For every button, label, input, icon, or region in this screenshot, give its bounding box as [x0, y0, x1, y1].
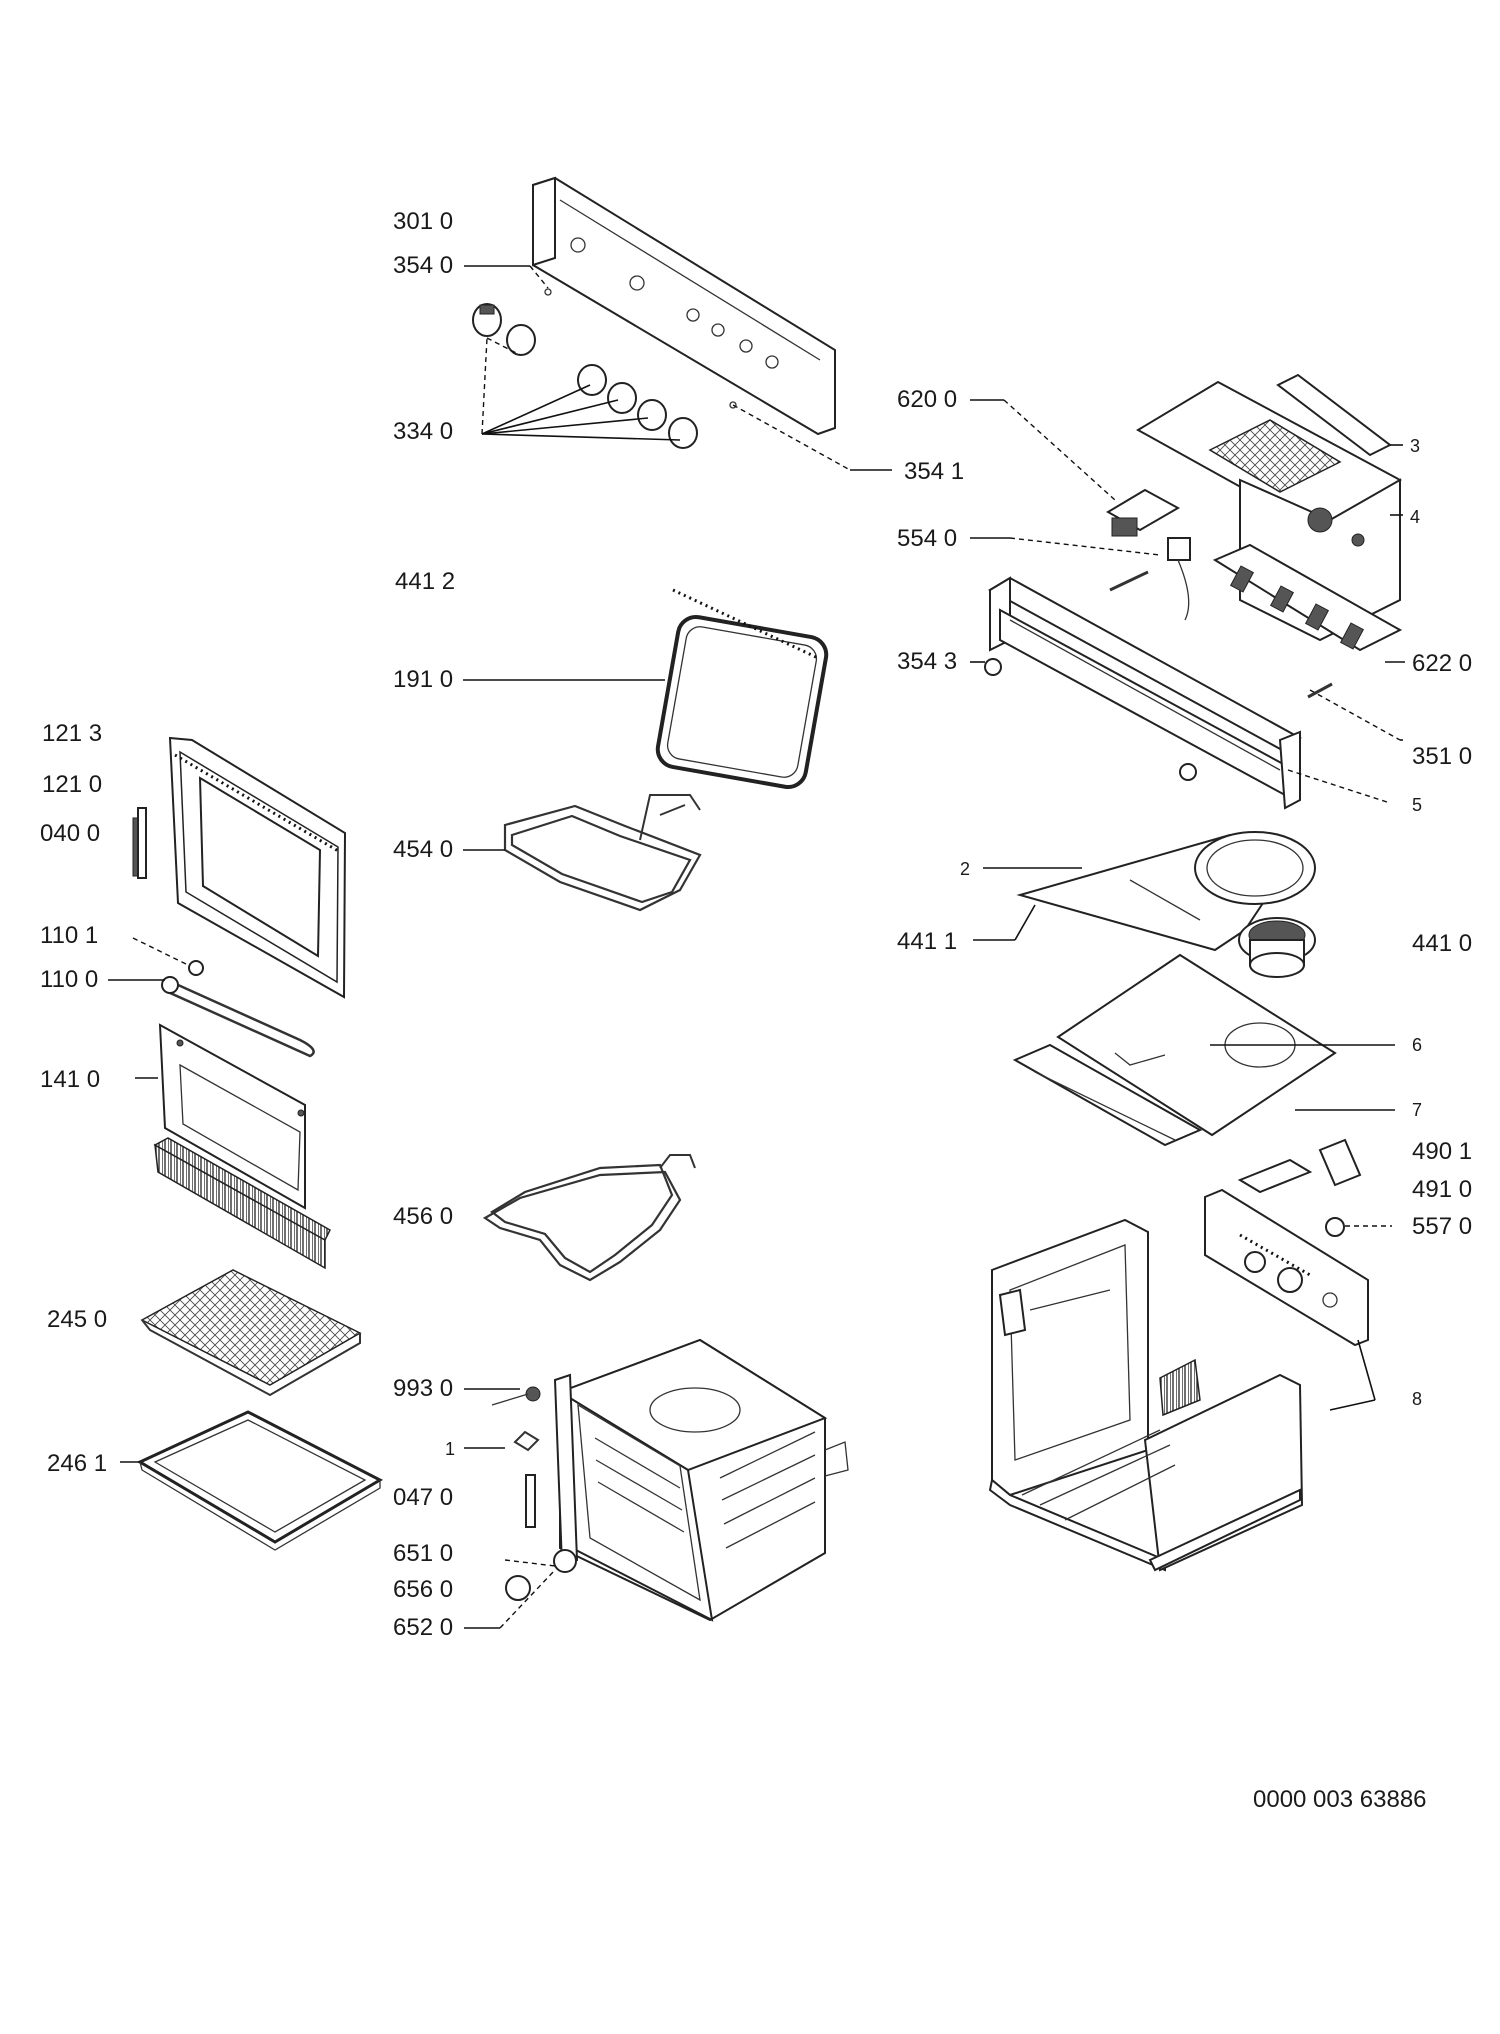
part-label-301-0: 301 0	[393, 208, 454, 235]
back-panel-part	[1204, 1138, 1392, 1411]
part-label-191-0: 191 0	[393, 666, 454, 693]
door-seal-part	[463, 588, 829, 790]
part-label-3: 3	[1410, 436, 1421, 456]
part-label-110-1: 110 1	[40, 922, 99, 949]
switch-620-part	[970, 399, 1181, 537]
part-label-354-1: 354 1	[904, 458, 965, 485]
part-label-7: 7	[1412, 1100, 1423, 1120]
document-id: 0000 003 63886	[1253, 1786, 1427, 1813]
part-label-4: 4	[1410, 507, 1421, 527]
part-label-2: 2	[960, 859, 971, 879]
baking-tray-part	[120, 1410, 384, 1551]
part-label-245-0: 245 0	[47, 1306, 108, 1333]
part-label-441-2: 441 2	[395, 568, 456, 595]
control-electronics-part	[1136, 373, 1405, 663]
part-label-651-0: 651 0	[393, 1540, 454, 1567]
part-label-622-0: 622 0	[1412, 650, 1473, 677]
part-label-351-0: 351 0	[1412, 743, 1473, 770]
part-label-246-1: 246 1	[47, 1450, 108, 1477]
part-label-040-0: 040 0	[40, 820, 101, 847]
part-label-441-1: 441 1	[897, 928, 958, 955]
part-label-652-0: 652 0	[393, 1614, 454, 1641]
fan-cover-part	[973, 831, 1316, 952]
part-label-141-0: 141 0	[40, 1066, 101, 1093]
oven-rack-part	[140, 1269, 362, 1397]
part-label-454-0: 454 0	[393, 836, 454, 863]
part-label-456-0: 456 0	[393, 1203, 454, 1230]
part-label-620-0: 620 0	[897, 386, 958, 413]
part-label-656-0: 656 0	[393, 1576, 454, 1603]
bottom-heating-element-part	[482, 1154, 696, 1282]
part-label-554-0: 554 0	[897, 525, 958, 552]
part-label-490-1: 490 1	[1412, 1138, 1473, 1165]
part-label-1: 1	[445, 1439, 456, 1459]
part-label-441-0: 441 0	[1412, 930, 1473, 957]
part-label-121-3: 121 3	[42, 720, 103, 747]
oven-door-part	[132, 736, 347, 999]
oven-cavity-part	[553, 1338, 849, 1622]
part-label-6: 6	[1412, 1035, 1423, 1055]
inner-glass-part	[135, 1023, 331, 1270]
part-label-121-0: 121 0	[42, 771, 103, 798]
front-frame-part	[984, 576, 1302, 810]
control-panel-part	[532, 176, 836, 436]
leader-lines-right-top	[970, 661, 1403, 804]
leader-lines-top	[464, 265, 892, 471]
part-label-8: 8	[1412, 1389, 1423, 1409]
part-label-110-0: 110 0	[40, 966, 99, 993]
part-label-491-0: 491 0	[1412, 1176, 1473, 1203]
top-heating-element-part	[463, 794, 702, 912]
part-label-047-0: 047 0	[393, 1484, 454, 1511]
thermostat-554-part	[970, 537, 1191, 621]
fan-motor-part	[1238, 917, 1316, 978]
part-label-334-0: 334 0	[393, 418, 454, 445]
part-label-993-0: 993 0	[393, 1375, 454, 1402]
part-label-5: 5	[1412, 795, 1423, 815]
part-label-354-3: 354 3	[897, 648, 958, 675]
outer-housing-part	[988, 1218, 1304, 1572]
duct-plate-part	[1012, 953, 1395, 1147]
part-label-354-0: 354 0	[393, 252, 454, 279]
door-hinge-and-handle	[108, 937, 315, 1058]
small-parts-cavity	[464, 1386, 577, 1629]
part-label-557-0: 557 0	[1412, 1213, 1473, 1240]
